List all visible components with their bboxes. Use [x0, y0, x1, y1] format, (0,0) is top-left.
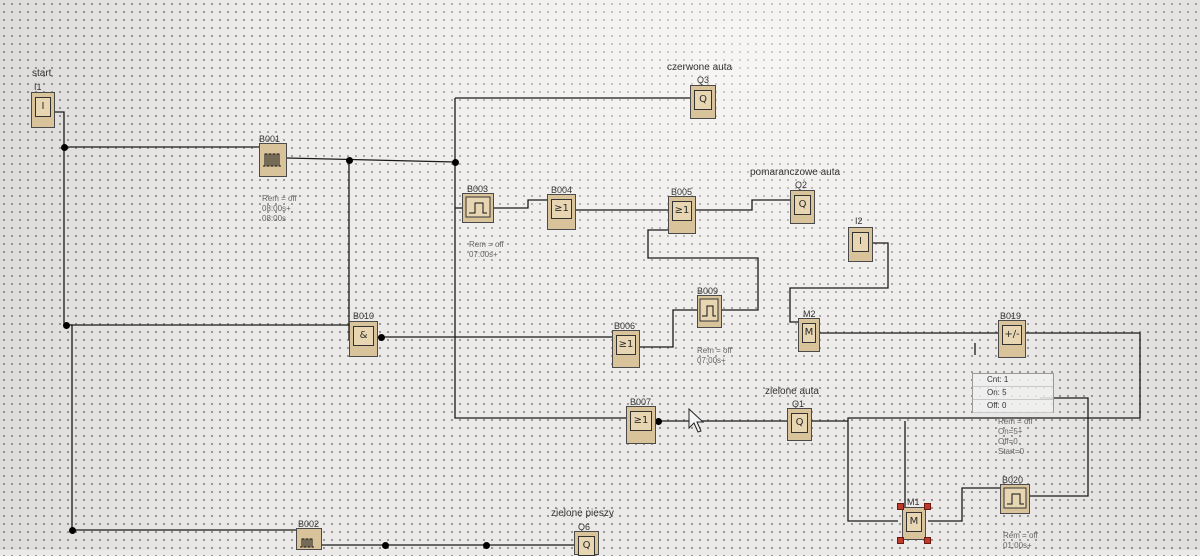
b004-name: B004 — [551, 185, 573, 195]
output-q6-symbol: Q — [578, 536, 595, 556]
b005-name: B005 — [671, 187, 693, 197]
input-i2-name: I2 — [855, 216, 863, 226]
b007-name: B007 — [630, 397, 652, 407]
m2-name: M2 — [803, 309, 816, 319]
q1-net-label: zielone auta — [765, 386, 819, 397]
input-i1-block[interactable]: I — [31, 92, 55, 128]
q2-name: Q2 — [795, 180, 808, 190]
q6-net-label: zielone pieszy — [551, 508, 614, 519]
b020-params: Rem = off 01:00s+ — [1003, 531, 1038, 550]
q6-name: Q6 — [578, 522, 591, 532]
selection-handle[interactable] — [924, 537, 931, 544]
b020-name: B020 — [1002, 475, 1024, 485]
b006-or-block[interactable]: ≥1 — [612, 330, 640, 368]
popup-row: Cnt: 1 — [973, 374, 1053, 387]
b009-ondelay-block[interactable] — [697, 295, 722, 328]
b003-name: B003 — [467, 184, 489, 194]
b009-params: Rem = off 07:00s+ — [697, 346, 732, 365]
output-q6-block[interactable]: Q — [574, 531, 599, 556]
flag-m2-block[interactable]: M — [798, 318, 820, 352]
flag-m2-symbol: M — [802, 323, 816, 343]
pulse-generator-icon — [300, 538, 314, 548]
b019-symbol: +/- — [1002, 325, 1022, 345]
b001-params: Rem = off 08:00s+ 08:00s — [262, 194, 297, 223]
selection-handle[interactable] — [924, 503, 931, 510]
b010-symbol: & — [353, 326, 374, 346]
input-i2-block[interactable]: I — [848, 227, 873, 262]
input-i2-symbol: I — [852, 232, 869, 252]
b001-name: B001 — [259, 134, 281, 144]
output-q2-symbol: Q — [794, 195, 811, 215]
output-q1-block[interactable]: Q — [787, 408, 812, 441]
b002-pulse-block[interactable] — [296, 528, 322, 550]
popup-row: Off: 0 — [973, 400, 1053, 413]
on-delay-icon — [1003, 487, 1027, 509]
junction-dot — [62, 321, 70, 329]
b007-or-block[interactable]: ≥1 — [626, 406, 656, 444]
b004-or-block[interactable]: ≥1 — [547, 194, 576, 230]
b019-name: B019 — [1000, 311, 1022, 321]
b007-symbol: ≥1 — [630, 411, 652, 431]
m1-name: M1 — [907, 497, 920, 507]
flag-m1-block[interactable]: M — [902, 507, 926, 540]
b019-params: Rem = off On=5+ Off=0 Start=0 — [998, 417, 1033, 456]
junction-dot — [482, 541, 490, 549]
b005-or-block[interactable]: ≥1 — [668, 196, 696, 234]
b006-symbol: ≥1 — [616, 335, 636, 355]
junction-dot — [68, 526, 76, 534]
input-i1-name: I1 — [34, 82, 42, 92]
q1-name: Q1 — [792, 399, 805, 409]
flag-m1-symbol: M — [906, 512, 922, 532]
mouse-cursor-icon — [688, 408, 704, 433]
b003-ondelay-block[interactable] — [462, 193, 494, 223]
b010-name: B010 — [353, 311, 375, 321]
b004-symbol: ≥1 — [551, 199, 572, 219]
junction-dot — [60, 143, 68, 151]
b009-name: B009 — [697, 286, 719, 296]
output-q2-block[interactable]: Q — [790, 190, 815, 224]
junction-dot — [377, 333, 385, 341]
output-q3-symbol: Q — [694, 90, 712, 110]
b019-updown-counter-block[interactable]: +/- — [998, 320, 1026, 358]
junction-dot — [451, 158, 459, 166]
junction-dot — [345, 156, 353, 164]
junction-dot — [654, 417, 662, 425]
popup-row: On: 5 — [973, 387, 1053, 400]
q2-net-label: pomaranczowe auta — [750, 167, 841, 178]
b006-name: B006 — [614, 321, 636, 331]
input-i1-net-label: start — [32, 68, 52, 79]
b003-params: Rem = off 07:00s+ — [469, 240, 504, 259]
counter-param-popup: Cnt: 1 On: 5 Off: 0 — [972, 373, 1054, 413]
selection-handle[interactable] — [897, 503, 904, 510]
b010-and-block[interactable]: & — [349, 321, 378, 357]
output-q1-symbol: Q — [791, 413, 808, 433]
on-delay-icon — [465, 196, 491, 218]
b002-name: B002 — [298, 519, 320, 529]
on-delay-icon — [699, 298, 719, 322]
selection-handle[interactable] — [897, 537, 904, 544]
junction-dot — [381, 541, 389, 549]
b005-symbol: ≥1 — [672, 201, 692, 221]
input-i1-symbol: I — [35, 97, 51, 117]
output-q3-block[interactable]: Q — [690, 85, 716, 119]
q3-net-label: czerwone auta — [667, 62, 733, 73]
b001-pulse-block[interactable] — [259, 143, 287, 177]
b020-ondelay-block[interactable] — [1000, 484, 1030, 514]
pulse-generator-icon — [263, 153, 281, 167]
q3-name: Q3 — [697, 75, 710, 85]
